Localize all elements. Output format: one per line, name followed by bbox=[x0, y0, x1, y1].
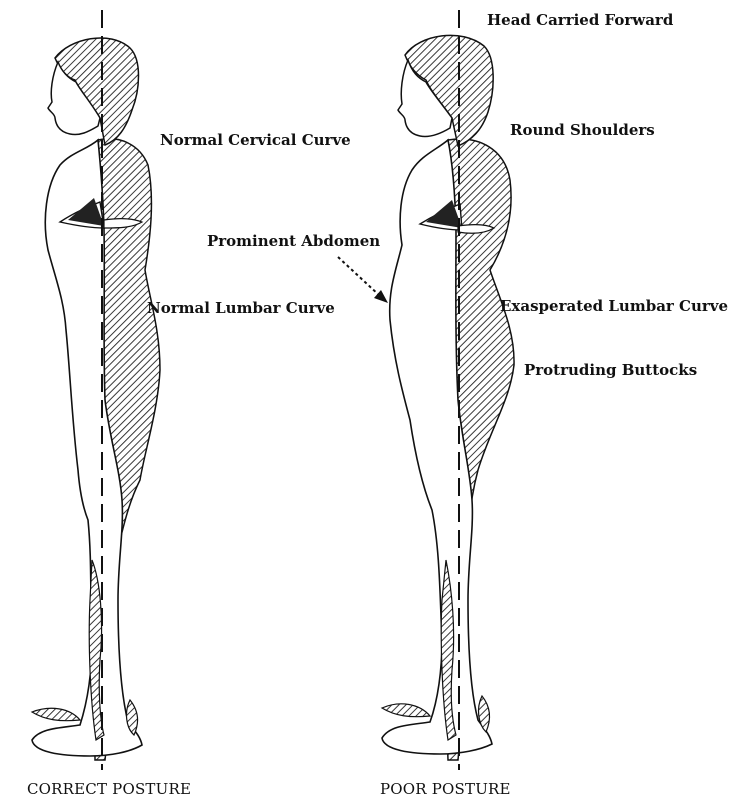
label-exasperated-lumbar-curve: Exasperated Lumbar Curve bbox=[500, 299, 728, 314]
label-normal-cervical-curve: Normal Cervical Curve bbox=[160, 133, 351, 148]
abdomen-pointer-arrowhead bbox=[374, 290, 388, 303]
label-prominent-abdomen: Prominent Abdomen bbox=[207, 234, 380, 249]
caption-poor-posture: POOR POSTURE bbox=[380, 782, 511, 797]
abdomen-pointer-line bbox=[338, 257, 380, 296]
label-round-shoulders: Round Shoulders bbox=[510, 123, 655, 138]
correct-posture-figure bbox=[32, 38, 160, 760]
label-normal-lumbar-curve: Normal Lumbar Curve bbox=[147, 301, 335, 316]
poor-posture-figure bbox=[382, 35, 514, 760]
label-protruding-buttocks: Protruding Buttocks bbox=[524, 363, 697, 378]
caption-correct-posture: CORRECT POSTURE bbox=[27, 782, 191, 797]
label-head-carried-forward: Head Carried Forward bbox=[487, 13, 673, 28]
